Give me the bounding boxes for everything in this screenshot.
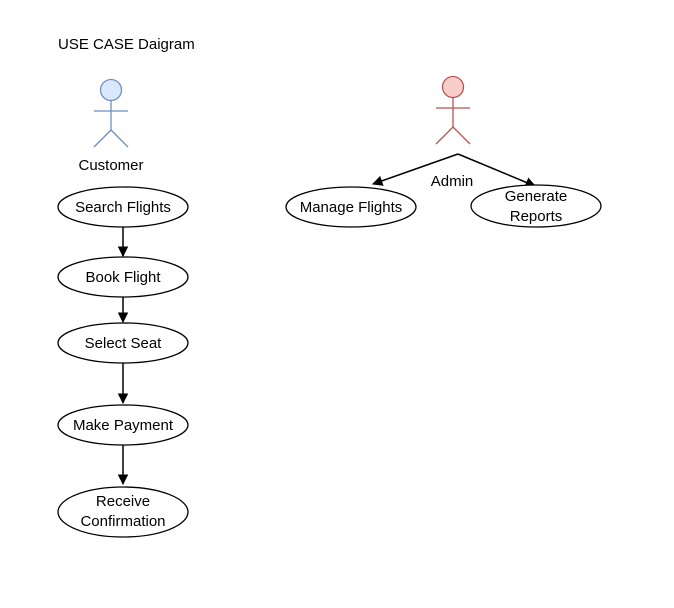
- use-case-search-flights[interactable]: Search Flights: [57, 186, 189, 228]
- diagram-title: USE CASE Daigram: [58, 36, 195, 53]
- use-case-make-payment-label: Make Payment: [73, 417, 174, 434]
- admin-actor-label: Admin: [431, 173, 474, 190]
- use-case-select-seat-label: Select Seat: [85, 335, 163, 352]
- edge-admin-to-manage: [372, 153, 459, 186]
- customer-actor-label: Customer: [78, 157, 143, 174]
- customer-actor-head: [99, 78, 123, 102]
- use-case-manage-flights[interactable]: Manage Flights: [285, 186, 417, 228]
- admin-actor-head: [441, 75, 465, 99]
- admin-actor-body: [435, 98, 471, 145]
- use-case-book-flight[interactable]: Book Flight: [57, 256, 189, 298]
- use-case-book-flight-label: Book Flight: [85, 269, 161, 286]
- customer-actor[interactable]: Customer: [78, 78, 144, 175]
- use-case-generate-reports[interactable]: Generate Reports: [470, 184, 602, 228]
- use-case-manage-flights-label: Manage Flights: [300, 199, 403, 216]
- use-case-receive-confirmation-label-line1: Receive: [96, 493, 150, 510]
- use-case-make-payment[interactable]: Make Payment: [57, 404, 189, 446]
- customer-actor-body: [93, 101, 129, 148]
- use-case-generate-reports-label-line1: Generate: [505, 188, 568, 205]
- use-case-search-flights-label: Search Flights: [75, 199, 171, 216]
- use-case-select-seat[interactable]: Select Seat: [57, 322, 189, 364]
- use-case-receive-confirmation[interactable]: Receive Confirmation: [57, 486, 189, 538]
- edge-admin-to-reports: [457, 153, 536, 188]
- admin-actor[interactable]: Admin: [431, 75, 474, 191]
- use-case-receive-confirmation-label-line2: Confirmation: [80, 513, 165, 530]
- use-case-generate-reports-label-line2: Reports: [510, 208, 563, 225]
